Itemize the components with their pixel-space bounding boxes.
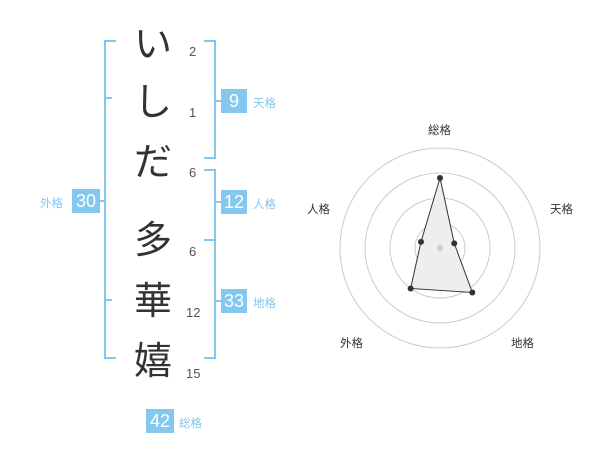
- radar-axis-label-soukaku: 総格: [428, 123, 451, 137]
- given-char-1: 多: [133, 218, 172, 262]
- given-strokes-3: 15: [186, 366, 201, 381]
- radar-axis-label-tenkaku: 天格: [550, 202, 573, 216]
- chikaku-label: 地格: [253, 296, 276, 310]
- chikaku-bracket: [204, 239, 216, 359]
- gaikaku-label: 外格: [40, 196, 63, 210]
- jinkaku-badge: 12: [221, 190, 247, 214]
- given-strokes-2: 12: [186, 305, 201, 320]
- soukaku-label: 総格: [179, 416, 202, 430]
- soukaku-badge: 42: [146, 409, 174, 433]
- given-char-2: 華: [133, 279, 172, 323]
- surname-char-3: だ: [133, 140, 172, 184]
- radar-ring: [339, 147, 541, 349]
- chikaku-badge: 33: [221, 289, 247, 313]
- radar-axis-label-chikaku: 地格: [511, 336, 534, 350]
- given-strokes-1: 6: [189, 244, 197, 259]
- jinkaku-label: 人格: [253, 197, 276, 211]
- radar-point: [417, 238, 424, 245]
- radar-axis-label-jinkaku: 人格: [307, 202, 330, 216]
- tenkaku-bracket: [204, 40, 216, 159]
- radar-point: [407, 285, 414, 292]
- surname-strokes-2: 1: [189, 105, 197, 120]
- radar-area: [409, 177, 474, 294]
- tenkaku-label: 天格: [253, 96, 276, 110]
- gaikaku-badge: 30: [72, 189, 100, 213]
- surname-strokes-3: 6: [189, 165, 197, 180]
- given-char-3: 嬉: [133, 339, 172, 383]
- radar-point: [451, 240, 458, 247]
- radar-center: [437, 245, 443, 251]
- tenkaku-badge: 9: [221, 89, 247, 113]
- radar-point: [437, 175, 443, 181]
- radar-point: [469, 289, 476, 296]
- surname-char-1: い: [133, 22, 172, 66]
- gaikaku-bracket: [104, 40, 116, 359]
- radar-ring: [364, 172, 516, 324]
- surname-strokes-1: 2: [189, 44, 197, 59]
- radar-axis-label-gaikaku: 外格: [340, 336, 363, 350]
- surname-char-2: し: [133, 80, 172, 124]
